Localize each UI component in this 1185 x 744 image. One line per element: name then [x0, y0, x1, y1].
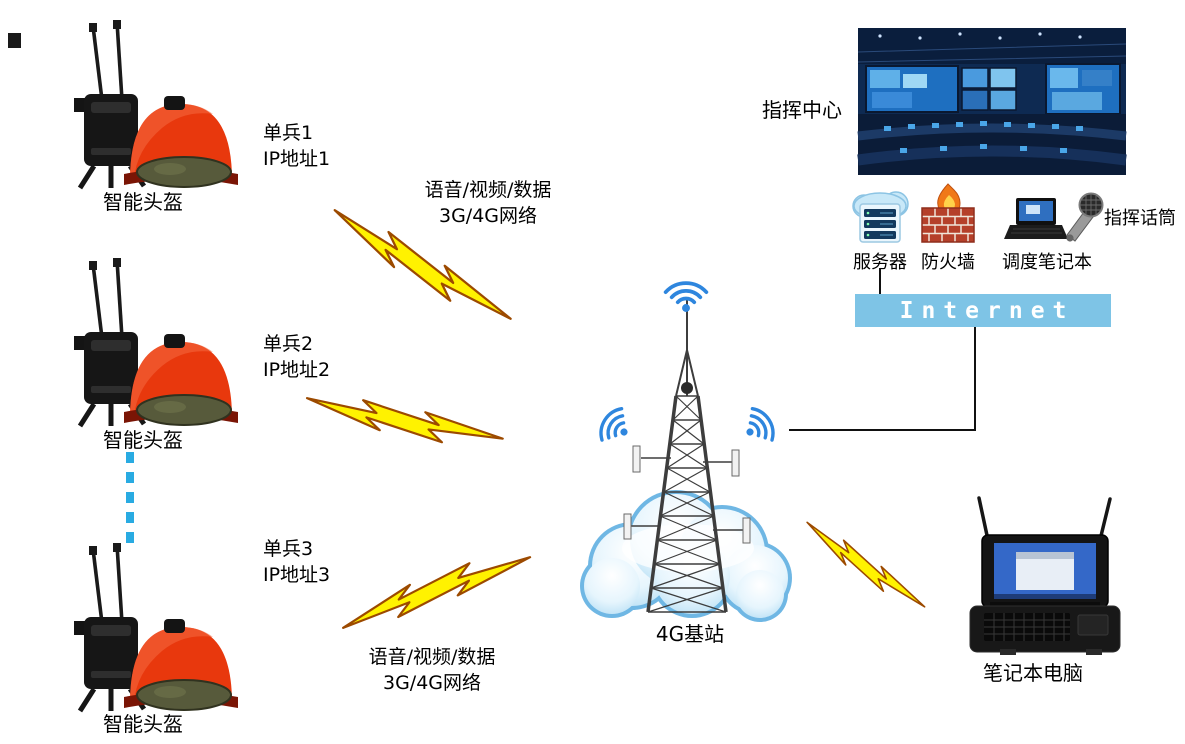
link-bottom-line1: 语音/视频/数据	[368, 646, 496, 668]
field-laptop-label: 笔记本电脑	[983, 661, 1083, 685]
soldier-1-ip: IP地址1	[263, 148, 331, 170]
firewall-label: 防火墙	[921, 252, 975, 273]
helmet-unit-2-graphic	[74, 258, 238, 426]
microphone-icon	[1066, 192, 1104, 242]
soldier-3-name: 单兵3	[263, 538, 314, 560]
link-top-line2: 3G/4G网络	[438, 205, 538, 227]
helmet-unit-3-graphic	[74, 543, 238, 711]
soldier-3-ip: IP地址3	[263, 564, 331, 586]
soldier-1-name: 单兵1	[263, 122, 314, 144]
internet-bar: Internet	[855, 294, 1111, 327]
soldier-2-label: 单兵2 IP地址2	[263, 331, 330, 383]
network-cloud	[580, 490, 792, 622]
wifi-left-icon	[593, 402, 639, 452]
rugged-laptop-graphic	[969, 496, 1121, 655]
signal-bolt-3	[338, 556, 536, 629]
link-bottom-label: 语音/视频/数据 3G/4G网络	[348, 644, 516, 696]
server-icon	[852, 191, 909, 243]
command-mic-label: 指挥话筒	[1104, 208, 1176, 229]
server-label: 服务器	[853, 252, 907, 273]
helmet-3-label: 智能头盔	[103, 712, 183, 736]
base-station-tower	[623, 300, 751, 613]
command-center-label: 指挥中心	[762, 98, 842, 122]
helmet-unit-1-graphic	[74, 20, 238, 188]
wifi-top-icon	[663, 281, 709, 314]
dispatch-laptop-label: 调度笔记本	[1002, 252, 1092, 273]
soldier-2-ip: IP地址2	[263, 359, 331, 381]
base-station-label: 4G基站	[655, 622, 725, 646]
soldier-2-name: 单兵2	[263, 333, 314, 355]
helmet-2-label: 智能头盔	[103, 428, 183, 452]
dispatch-laptop-icon	[1004, 198, 1068, 239]
firewall-icon	[921, 183, 975, 243]
link-bottom-line2: 3G/4G网络	[382, 672, 482, 694]
internet-label: Internet	[899, 297, 1075, 324]
internet-tower-connector-line	[789, 327, 976, 431]
signal-bolt-laptop	[792, 521, 939, 608]
helmet-1-label: 智能头盔	[103, 190, 183, 214]
soldier-1-label: 单兵1 IP地址1	[263, 120, 330, 172]
command-center-photo	[857, 28, 1127, 175]
corner-mark	[8, 33, 21, 48]
link-top-line1: 语音/视频/数据	[424, 179, 552, 201]
link-top-label: 语音/视频/数据 3G/4G网络	[404, 177, 572, 229]
signal-bolt-2	[305, 380, 504, 457]
wifi-right-icon	[735, 402, 781, 452]
soldier-3-label: 单兵3 IP地址3	[263, 536, 330, 588]
